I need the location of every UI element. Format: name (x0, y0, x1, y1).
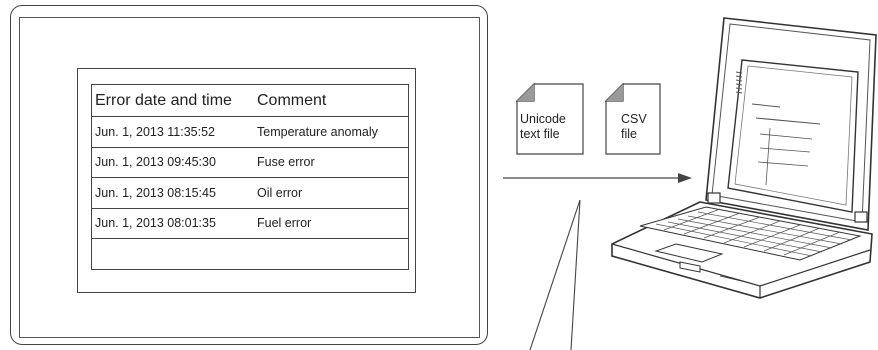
file-label-line2: file (621, 127, 637, 141)
alarm-history-table: Error date and time Comment Jun. 1, 2013… (91, 84, 409, 270)
file-label-line1: Unicode (520, 112, 566, 126)
file-label-line1: CSV (621, 112, 647, 126)
cell-datetime: Jun. 1, 2013 11:35:52 (95, 124, 216, 139)
alarm-screen-frame (77, 68, 416, 293)
cell-datetime: Jun. 1, 2013 08:01:35 (95, 216, 216, 231)
hmi-panel-bezel (10, 5, 488, 345)
cell-comment: Fuel error (257, 216, 312, 231)
cell-comment: Oil error (257, 185, 303, 200)
document-icon (515, 82, 584, 155)
table-row: Jun. 1, 2013 08:15:45 Oil error (92, 178, 408, 209)
table-header-row: Error date and time Comment (92, 85, 408, 117)
cell-datetime: Jun. 1, 2013 08:15:45 (95, 185, 216, 200)
cell-comment: Fuse error (257, 155, 315, 170)
csv-file-icon: CSV file (604, 82, 661, 155)
column-header-comment: Comment (257, 91, 327, 109)
file-label-line2: text file (520, 127, 560, 141)
document-icon (604, 82, 661, 155)
arrow-head-icon (678, 173, 692, 183)
table-row: Jun. 1, 2013 09:45:30 Fuse error (92, 148, 408, 178)
callout-line-right (570, 199, 581, 350)
cell-comment: Temperature anomaly (257, 124, 378, 139)
unicode-text-file-icon: Unicode text file (515, 82, 584, 155)
table-row: Jun. 1, 2013 11:35:52 Temperature anomal… (92, 117, 408, 148)
table-row: Jun. 1, 2013 08:01:35 Fuel error (92, 209, 408, 239)
callout-line-left (529, 199, 581, 350)
cell-datetime: Jun. 1, 2013 09:45:30 (95, 155, 216, 170)
column-header-datetime: Error date and time (95, 91, 232, 109)
